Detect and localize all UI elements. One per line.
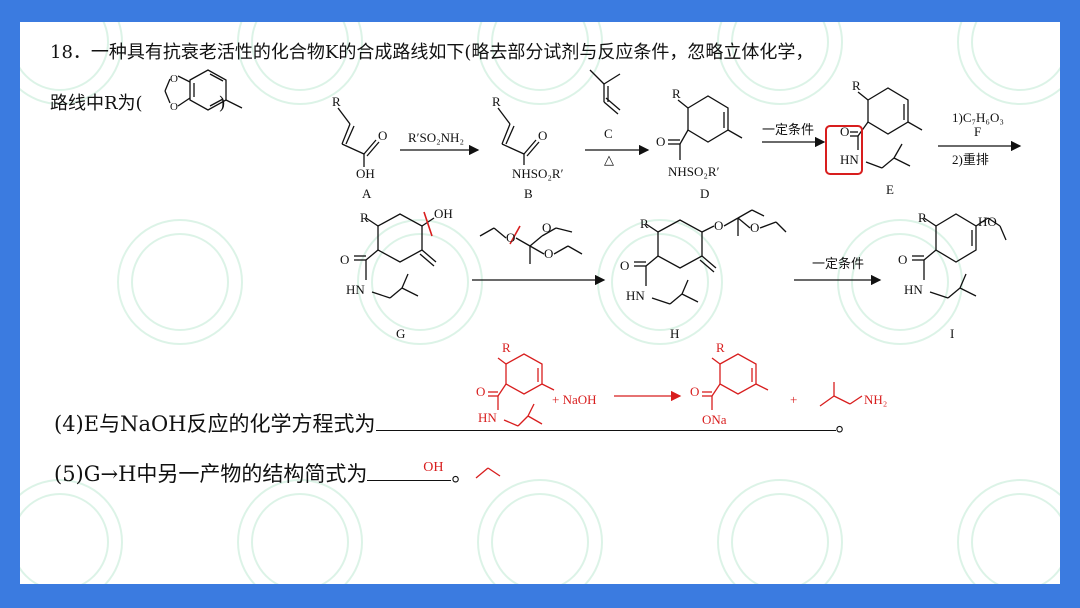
structure-A [337, 107, 380, 167]
atom-HN-I: HN [904, 282, 923, 297]
label-I: I [950, 326, 954, 341]
atom-O-orthoester-2: O [544, 246, 553, 261]
structure-E [850, 87, 923, 169]
atom-O-H-3: O [620, 258, 629, 273]
atom-O-D: O [656, 134, 665, 149]
question-part-5: (5)G→H中另一产物的结构简式为 OH 。 [54, 458, 472, 488]
reagent-ef-F: F [974, 124, 981, 139]
atom-O-G: O [340, 252, 349, 267]
question-number: 18 [50, 42, 73, 63]
ans-nh2: NH₂ [864, 392, 887, 407]
structure-C [589, 69, 621, 115]
structure-H [634, 209, 787, 305]
atom-R-I: R [918, 210, 927, 225]
atom-NHSO2R-D: NHSO₂R′ [668, 164, 720, 179]
question-stem: 18．一种具有抗衰老活性的化合物K的合成路线如下(略去部分试剂与反应条件，忽略立… [50, 42, 814, 63]
r-suffix: ) [218, 93, 226, 114]
part5-prompt: (5)G→H中另一产物的结构简式为 [54, 462, 368, 486]
label-B: B [524, 186, 533, 201]
bond-cut-mark-g [423, 211, 433, 237]
atom-R-G: R [360, 210, 369, 225]
answer-equation-structures [475, 353, 863, 479]
atom-NHSO2R-B: NHSO₂R′ [512, 166, 564, 181]
atom-OH-G: OH [434, 206, 453, 221]
atom-O-r-group-1: O [170, 73, 178, 85]
part4-answer-blank[interactable] [375, 408, 836, 431]
atom-O-r-group-2: O [170, 101, 178, 113]
atom-O-E: O [840, 124, 849, 139]
question-part-4: (4)E与NaOH反应的化学方程式为 。 [54, 408, 857, 438]
question-text: 一种具有抗衰老活性的化合物K的合成路线如下(略去部分试剂与反应条件，忽略立体化学… [90, 42, 814, 63]
part4-end: 。 [835, 412, 857, 436]
question-r-definition: 路线中R为() [50, 89, 226, 115]
worksheet-page: 18．一种具有抗衰老活性的化合物K的合成路线如下(略去部分试剂与反应条件，忽略立… [20, 22, 1060, 584]
condition-d-e: 一定条件 [762, 122, 814, 137]
ans-ona: ONa [702, 412, 727, 427]
atom-R-D: R [672, 86, 681, 101]
atom-HO-I: HO [978, 214, 997, 229]
structure-B [497, 107, 540, 165]
part5-answer-blank[interactable]: OH [367, 458, 452, 481]
structure-orthoester [479, 227, 583, 264]
reagent-ef-2: 2)重排 [952, 152, 989, 167]
atom-R-B: R [492, 94, 501, 109]
atom-O-orthoester-3: O [542, 220, 551, 235]
part5-end: 。 [451, 462, 473, 486]
atom-O-I: O [898, 252, 907, 267]
atom-OH-A: OH [356, 166, 375, 181]
part5-answer: OH [423, 460, 444, 475]
label-D: D [700, 186, 709, 201]
label-G: G [396, 326, 405, 341]
reagent-C-label: C [604, 126, 613, 141]
label-E: E [886, 182, 894, 197]
ans-naoh: + NaOH [552, 392, 597, 407]
atom-O-orthoester-1: O [506, 230, 515, 245]
atom-HN-E: HN [840, 152, 859, 167]
atom-O-H-2: O [750, 220, 759, 235]
ans-atom-O-2: O [690, 384, 699, 399]
reagent-ef-1: 1)C₇H₆O₃ [952, 110, 1004, 125]
r-prefix: 路线中R为( [50, 93, 143, 114]
atom-R-A: R [332, 94, 341, 109]
atom-O-B: O [538, 128, 547, 143]
reaction-scheme: R O OH A R′SO₂NH₂ R O NHSO₂R′ B C △ R O … [164, 69, 1022, 479]
label-H: H [670, 326, 679, 341]
atom-O-A: O [378, 128, 387, 143]
structure-D [668, 95, 743, 160]
label-A: A [362, 186, 372, 201]
ans-atom-R-2: R [716, 340, 725, 355]
ans-plus: + [790, 392, 797, 407]
condition-h-i: 一定条件 [812, 256, 864, 271]
atom-R-E: R [852, 78, 861, 93]
ans-atom-R-1: R [502, 340, 511, 355]
atom-HN-H: HN [626, 288, 645, 303]
ans-atom-HN: HN [478, 410, 497, 425]
reagent-heat: △ [604, 152, 614, 167]
reagent-sulfonamide: R′SO₂NH₂ [408, 130, 464, 145]
bond-cut-mark-reagent [509, 225, 521, 245]
structure-I [912, 213, 1007, 299]
atom-O-H-1: O [714, 218, 723, 233]
part4-prompt: (4)E与NaOH反应的化学方程式为 [54, 412, 376, 436]
structure-G [354, 213, 437, 299]
ans-atom-O-1: O [476, 384, 485, 399]
atom-R-H: R [640, 216, 649, 231]
r-group-structure [164, 69, 243, 111]
atom-HN-G: HN [346, 282, 365, 297]
highlight-box [825, 125, 863, 175]
